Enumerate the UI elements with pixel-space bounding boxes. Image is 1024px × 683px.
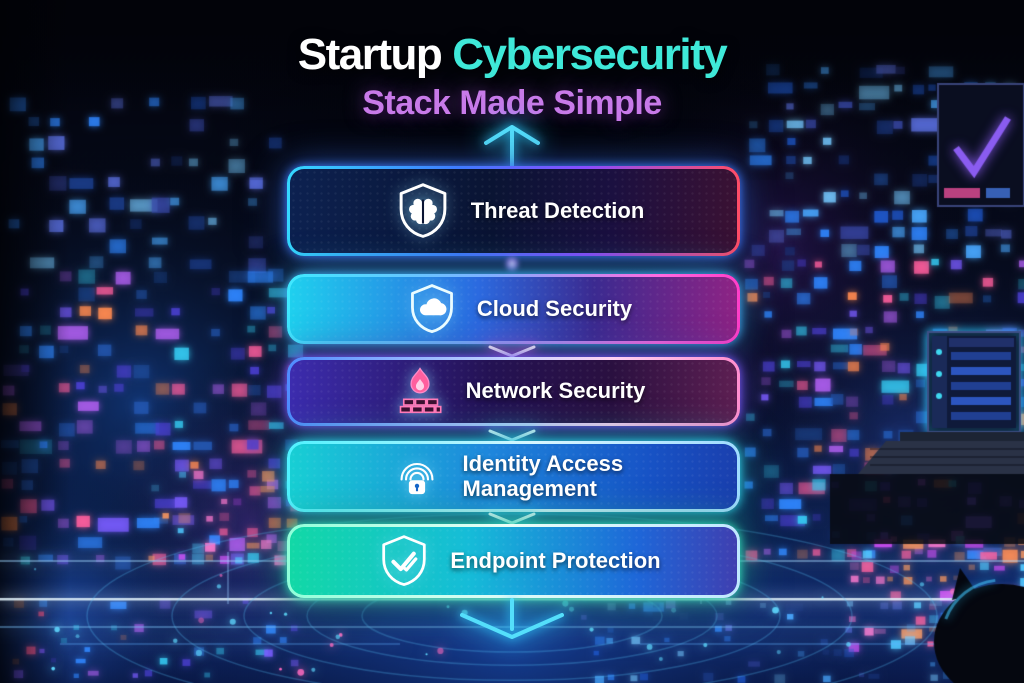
chevron-down-icon (488, 345, 536, 358)
stack-item-endpoint-protection: Endpoint Protection (287, 524, 740, 598)
stack-item-label: Endpoint Protection (450, 547, 661, 573)
stack-item-label: Network Security (465, 378, 646, 404)
stack-item-label: Identity Access Management (462, 451, 624, 501)
shield-cloud-icon (410, 284, 453, 334)
stack-item-cloud-security: Cloud Security (287, 274, 740, 344)
page-subtitle: Stack Made Simple (362, 84, 662, 122)
title-word-cybersecurity: Cybersecurity (452, 30, 727, 79)
flow-arrow-up-icon (484, 125, 540, 168)
stack-item-label: Cloud Security (476, 295, 633, 321)
stack-item-label: Threat Detection (470, 197, 645, 223)
stack-item-identity-access-management: Identity Access Management (287, 441, 740, 512)
flow-arrow-down-icon (460, 598, 564, 639)
chevron-down-icon (488, 512, 536, 525)
connector-glow (504, 255, 520, 273)
chevron-down-icon (488, 429, 536, 442)
stack-item-threat-detection: Threat Detection (287, 166, 740, 256)
shield-check-icon (382, 535, 427, 586)
stack-item-network-security: Network Security (287, 357, 740, 426)
shield-brain-icon (399, 183, 447, 238)
title-word-startup: Startup (297, 30, 443, 79)
fingerprint-lock-icon (400, 462, 433, 494)
firewall-flame-icon (399, 366, 442, 413)
